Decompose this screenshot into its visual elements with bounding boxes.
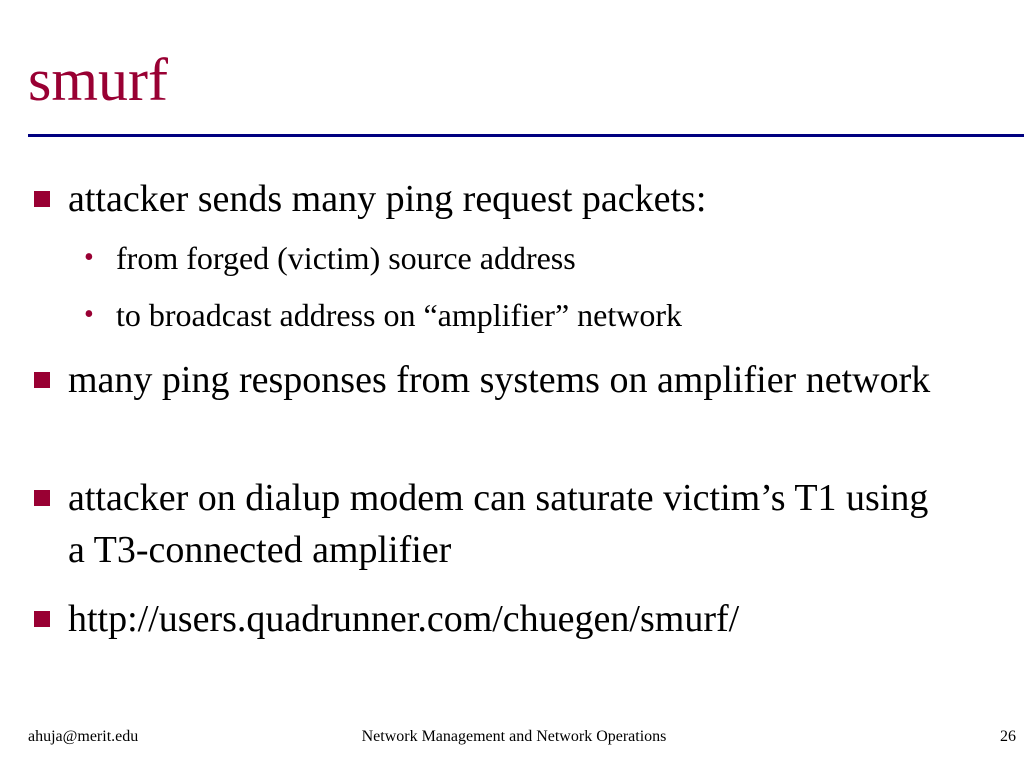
bullet-item-link: http://users.quadrunner.com/chuegen/smur… (68, 598, 740, 640)
footer-email: ahuja@merit.edu (28, 728, 139, 745)
bullet-item: many ping responses from systems on ampl… (68, 359, 931, 401)
bullet-item: attacker sends many ping request packets… (68, 178, 707, 220)
square-bullet-icon (34, 490, 50, 506)
slide-title: smurf (28, 47, 168, 113)
square-bullet-icon (34, 372, 50, 388)
dot-bullet-icon: • (84, 299, 94, 330)
title-divider (28, 134, 1024, 137)
sub-bullet-item: to broadcast address on “amplifier” netw… (116, 297, 683, 333)
dot-bullet-icon: • (84, 242, 94, 273)
bullet-item: attacker on dialup modem can saturate vi… (68, 477, 929, 571)
square-bullet-icon (34, 611, 50, 627)
footer-course-title: Network Management and Network Operation… (361, 728, 667, 745)
square-bullet-icon (34, 191, 50, 207)
sub-bullet-item: from forged (victim) source address (116, 240, 576, 276)
page-number: 26 (1000, 728, 1016, 745)
